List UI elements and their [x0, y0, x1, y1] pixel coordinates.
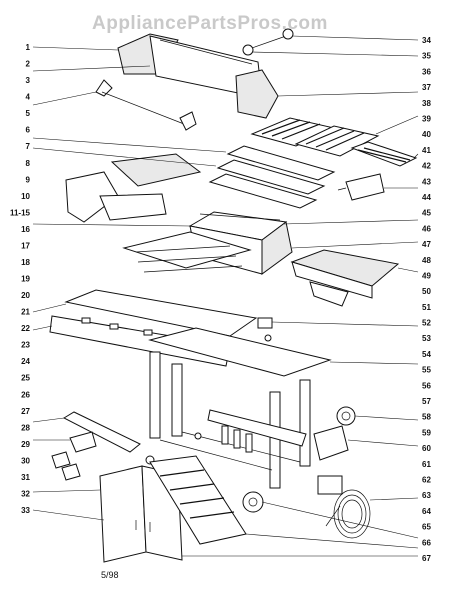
- callout-46: 46: [422, 224, 431, 233]
- callout-16: 16: [21, 225, 30, 234]
- callout-64: 64: [422, 507, 431, 516]
- callout-44: 44: [422, 193, 431, 202]
- callout-56: 56: [422, 381, 431, 390]
- callout-62: 62: [422, 476, 431, 485]
- callout-67: 67: [422, 554, 431, 563]
- warming-rack: [350, 141, 418, 167]
- left-side-table: [65, 153, 202, 223]
- callout-38: 38: [422, 99, 431, 108]
- accessory-tray: [51, 411, 141, 481]
- callout-30: 30: [21, 456, 30, 465]
- callout-43: 43: [422, 177, 431, 186]
- callout-50: 50: [422, 287, 431, 296]
- right-callout-labels: 34 35 36 37 38 39 40 41 42 43 44 45 46 47 48 49 50 51 52 53…: [422, 36, 431, 563]
- callout-4: 4: [26, 93, 31, 102]
- callout-45: 45: [422, 209, 431, 218]
- callout-48: 48: [422, 256, 431, 265]
- wheels: [145, 406, 356, 513]
- right-leader-lines: [182, 35, 419, 557]
- callout-34: 34: [422, 36, 431, 45]
- callout-32: 32: [21, 490, 30, 499]
- catch-pan: [337, 173, 385, 201]
- callout-29: 29: [21, 440, 30, 449]
- callout-35: 35: [422, 52, 431, 61]
- callout-36: 36: [422, 67, 431, 76]
- callout-53: 53: [422, 334, 431, 343]
- callout-65: 65: [422, 523, 431, 532]
- callout-3: 3: [26, 76, 31, 85]
- callout-7: 7: [26, 142, 31, 151]
- thermometer: [242, 28, 294, 56]
- callout-11-15: 11-15: [10, 208, 31, 217]
- callout-58: 58: [422, 413, 431, 422]
- callout-1: 1: [26, 43, 31, 52]
- fuel-scale: [313, 425, 349, 495]
- callout-37: 37: [422, 83, 431, 92]
- igniter: [257, 317, 273, 342]
- left-callout-labels: 1234567891011-15161718192021222324252627…: [10, 43, 31, 515]
- date-code: 5/98: [101, 570, 119, 580]
- callout-63: 63: [422, 491, 431, 500]
- callout-27: 27: [21, 407, 30, 416]
- cooking-grates: [250, 117, 380, 157]
- callout-57: 57: [422, 397, 431, 406]
- callout-18: 18: [21, 258, 30, 267]
- callout-2: 2: [26, 60, 31, 69]
- callout-17: 17: [21, 241, 30, 250]
- callout-33: 33: [21, 506, 30, 515]
- callout-42: 42: [422, 162, 431, 171]
- callout-6: 6: [26, 126, 31, 135]
- callout-51: 51: [422, 303, 431, 312]
- callout-60: 60: [422, 444, 431, 453]
- right-side-table: [290, 249, 400, 307]
- cart-frame: [148, 327, 332, 489]
- callout-25: 25: [21, 374, 30, 383]
- callout-54: 54: [422, 350, 431, 359]
- callout-66: 66: [422, 538, 431, 547]
- callout-21: 21: [21, 308, 30, 317]
- callout-26: 26: [21, 390, 30, 399]
- callout-61: 61: [422, 460, 431, 469]
- control-panel: [49, 289, 258, 367]
- callout-55: 55: [422, 366, 431, 375]
- gas-hose: [325, 489, 371, 539]
- callout-31: 31: [21, 473, 30, 482]
- burner-assembly: [122, 231, 252, 273]
- watermark: AppliancePartsPros.com: [92, 13, 328, 34]
- callout-28: 28: [21, 423, 30, 432]
- callout-22: 22: [21, 324, 30, 333]
- callout-10: 10: [21, 192, 30, 201]
- callout-23: 23: [21, 341, 30, 350]
- lid-handle: [95, 79, 197, 131]
- callout-24: 24: [21, 357, 30, 366]
- left-leader-lines: [32, 46, 227, 521]
- callout-41: 41: [422, 146, 431, 155]
- callout-19: 19: [21, 275, 30, 284]
- callout-20: 20: [21, 291, 30, 300]
- callout-9: 9: [26, 175, 31, 184]
- callout-39: 39: [422, 115, 431, 124]
- callout-5: 5: [26, 109, 31, 118]
- grill-lid: [117, 33, 279, 119]
- callout-8: 8: [26, 159, 31, 168]
- flavorizer-bars: [208, 145, 336, 209]
- callout-52: 52: [422, 319, 431, 328]
- callout-47: 47: [422, 240, 431, 249]
- callout-40: 40: [422, 130, 431, 139]
- callout-59: 59: [422, 428, 431, 437]
- callout-49: 49: [422, 272, 431, 281]
